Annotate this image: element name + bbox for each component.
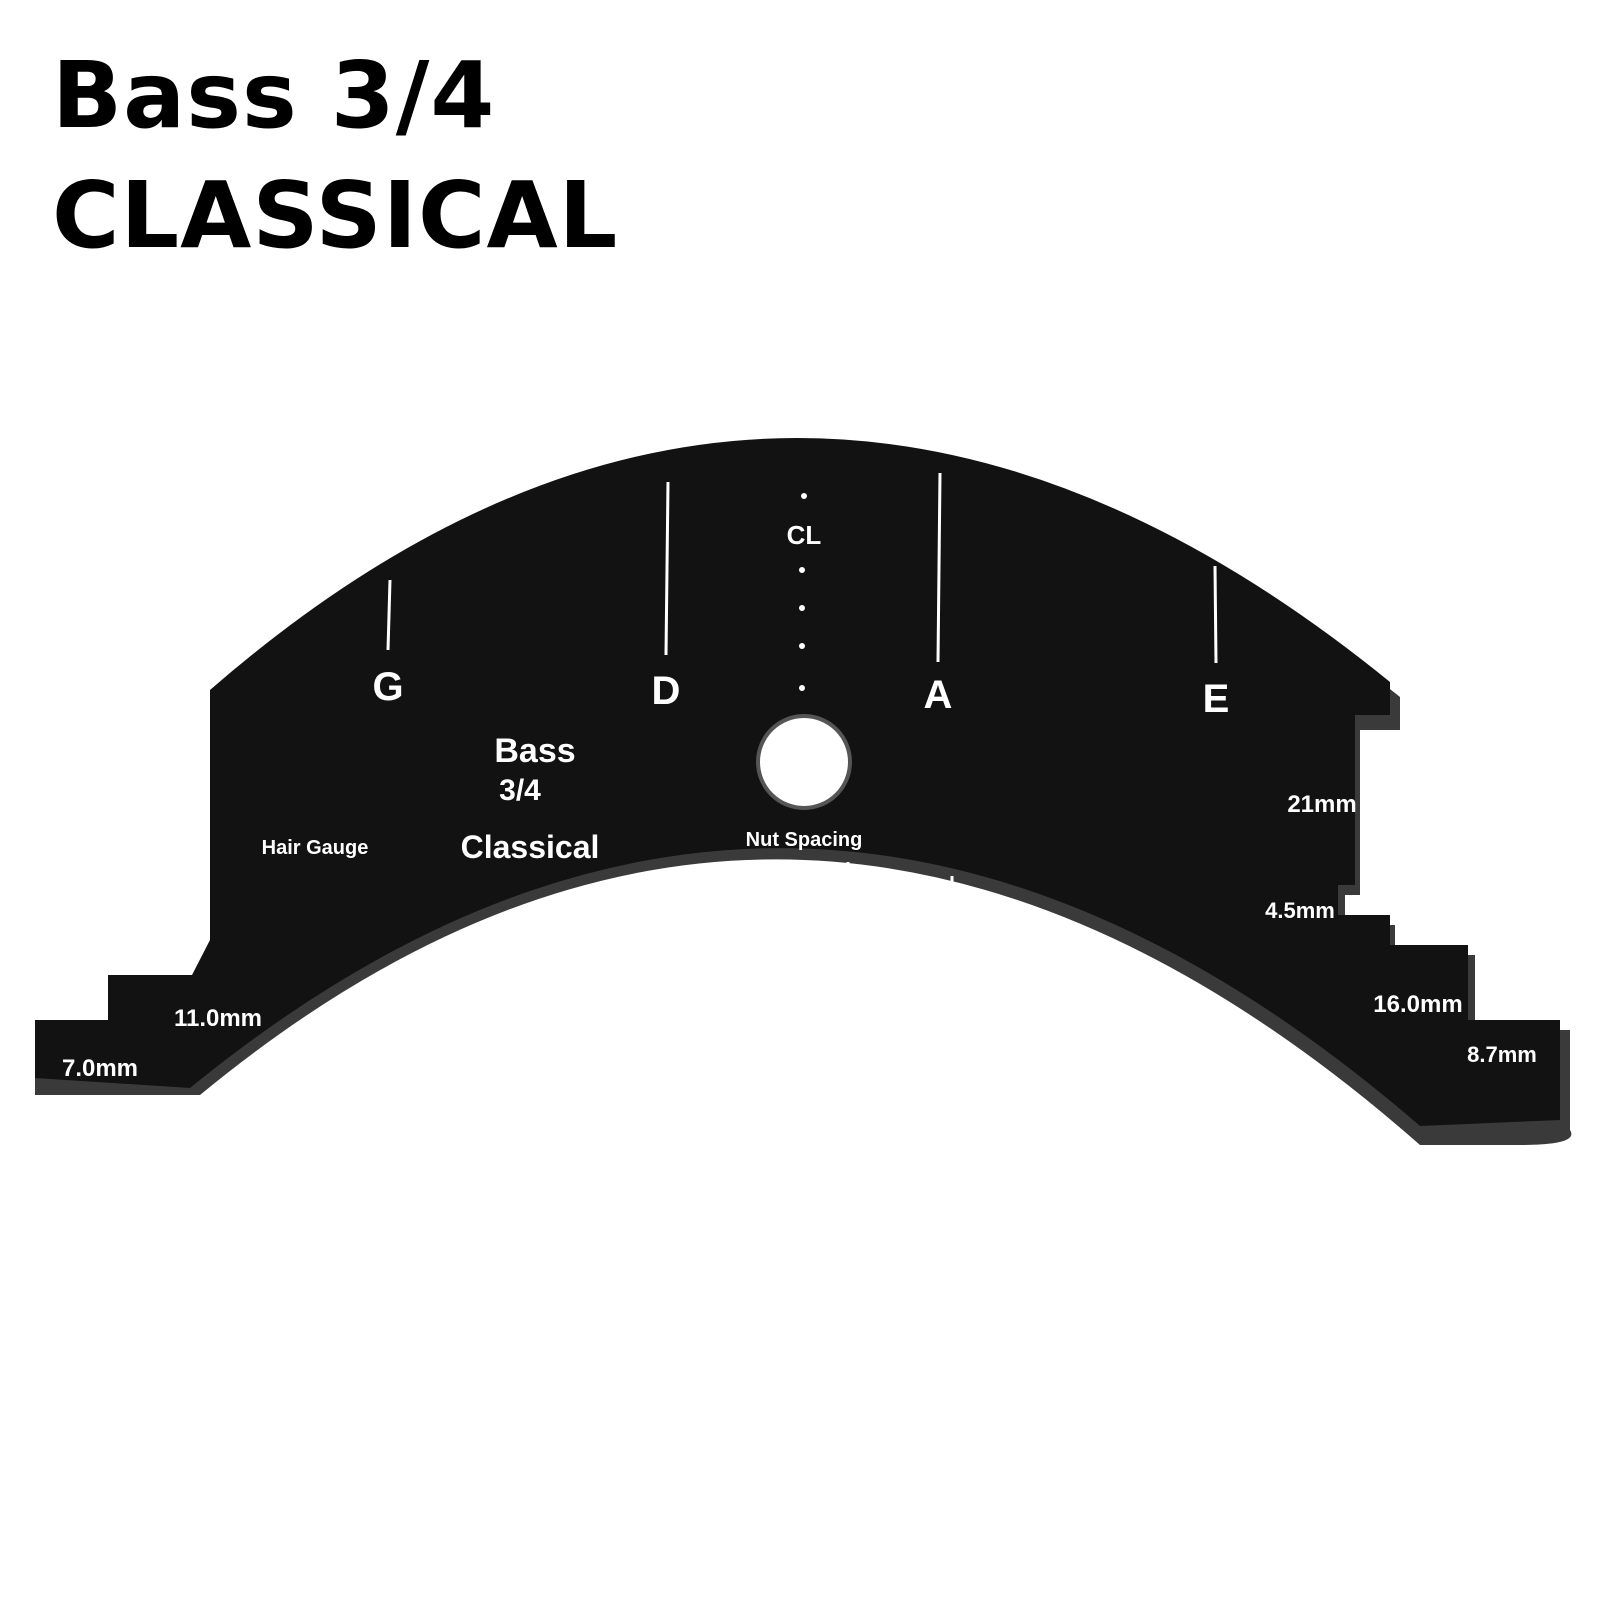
e-string-mark xyxy=(1213,565,1218,664)
measurement-16mm: 16.0mm xyxy=(1373,991,1462,1018)
hair-gauge-label: Hair Gauge xyxy=(262,837,369,859)
model-style: Classical xyxy=(461,829,600,865)
nut-spacing-marks xyxy=(638,862,954,922)
a-string-mark xyxy=(936,472,942,663)
d-string-mark xyxy=(664,481,670,656)
measurement-8-7mm: 8.7mm xyxy=(1467,1042,1537,1067)
model-name: Bass xyxy=(494,732,575,770)
string-label-d: D xyxy=(652,669,681,713)
centerline-dots xyxy=(795,493,807,903)
measurement-21mm: 21mm xyxy=(1287,791,1356,818)
string-label-e: E xyxy=(1203,677,1230,721)
model-size: 3/4 xyxy=(499,774,541,807)
measurement-4-5mm: 4.5mm xyxy=(1265,898,1335,923)
measurement-11mm: 11.0mm xyxy=(174,1005,262,1032)
title-line-2: CLASSICAL xyxy=(52,162,619,269)
string-label-a: A xyxy=(924,673,953,717)
center-hole xyxy=(756,714,852,810)
centerline-label: CL xyxy=(787,520,822,550)
string-marks xyxy=(386,472,1218,664)
string-label-g: G xyxy=(372,665,403,709)
g-string-mark xyxy=(386,579,392,651)
measurement-7mm: 7.0mm xyxy=(62,1055,138,1082)
title-line-1: Bass 3/4 xyxy=(52,42,496,149)
nut-spacing-label: Nut Spacing xyxy=(746,829,863,851)
